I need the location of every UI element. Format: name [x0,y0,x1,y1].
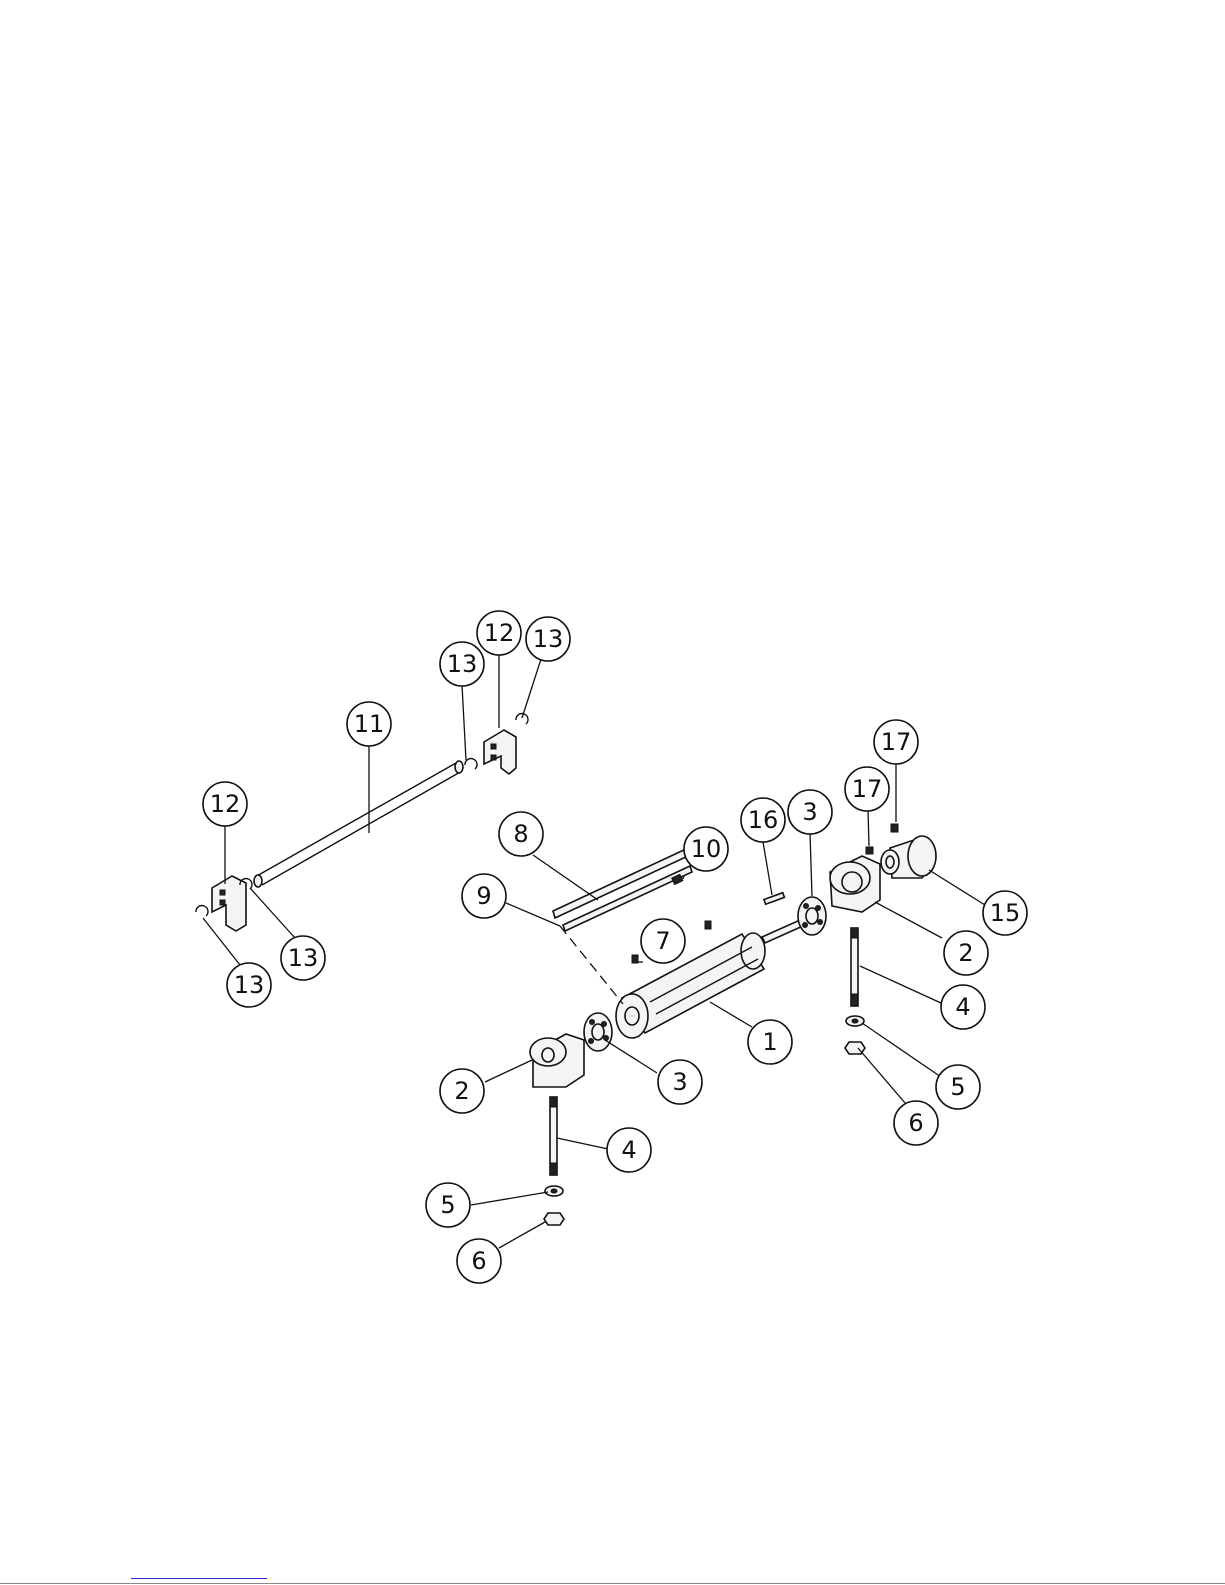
callout-17-left: 17 [845,767,889,811]
bearing-left-part [584,1013,612,1051]
svg-text:3: 3 [672,1068,687,1096]
svg-text:13: 13 [288,944,319,972]
svg-text:13: 13 [234,971,265,999]
svg-text:16: 16 [748,806,779,834]
svg-text:9: 9 [476,882,491,910]
callout-3-left: 3 [658,1060,702,1104]
key-part [764,893,785,905]
svg-text:2: 2 [958,939,973,967]
svg-text:13: 13 [533,625,564,653]
callout-10: 10 [684,827,728,871]
svg-text:17: 17 [881,728,912,756]
shaft-part [254,761,463,887]
callout-3-right: 3 [788,790,832,834]
callout-7: 7 [641,919,685,963]
bearing-right-part [798,897,826,935]
rod-right-part [851,928,858,1006]
svg-text:4: 4 [621,1136,636,1164]
housing-right-part [830,856,880,912]
nut-parts [544,1042,865,1225]
callout-15: 15 [983,891,1027,935]
callout-12-right: 12 [477,611,521,655]
svg-text:10: 10 [691,835,722,863]
page-bottom-rule [0,1583,1225,1584]
callout-4-left: 4 [607,1128,651,1172]
callout-1: 1 [748,1020,792,1064]
svg-text:15: 15 [990,899,1021,927]
svg-text:13: 13 [447,650,478,678]
svg-text:6: 6 [908,1109,923,1137]
svg-text:17: 17 [852,775,883,803]
callout-5-left: 5 [426,1183,470,1227]
footer-link-underline[interactable] [131,1578,267,1579]
callout-13-top-left: 13 [440,642,484,686]
svg-text:5: 5 [950,1073,965,1101]
svg-text:11: 11 [354,710,385,738]
callout-11: 11 [347,702,391,746]
svg-text:7: 7 [655,927,670,955]
pulley-part [881,836,936,878]
callout-6-left: 6 [457,1239,501,1283]
callout-5-right: 5 [936,1065,980,1109]
svg-text:12: 12 [210,790,241,818]
svg-text:1: 1 [762,1028,777,1056]
callout-8: 8 [499,812,543,856]
callout-17-right: 17 [874,720,918,764]
callout-13-bottom-left: 13 [227,963,271,1007]
callout-2-right: 2 [944,931,988,975]
callout-16: 16 [741,798,785,842]
right-bracket-part [484,730,516,774]
svg-text:2: 2 [454,1077,469,1105]
callout-4-right: 4 [941,985,985,1029]
callout-9: 9 [462,874,506,918]
callout-13-bottom-right: 13 [281,936,325,980]
svg-text:6: 6 [471,1247,486,1275]
svg-text:4: 4 [955,993,970,1021]
svg-text:3: 3 [802,798,817,826]
callout-6-right: 6 [894,1101,938,1145]
blade-part [553,849,692,931]
callout-2-left: 2 [440,1069,484,1113]
svg-text:5: 5 [440,1191,455,1219]
housing-left-part [530,1034,584,1087]
rod-left-part [550,1097,557,1175]
callout-12-left: 12 [203,782,247,826]
svg-text:8: 8 [513,820,528,848]
callout-13-top-right: 13 [526,617,570,661]
left-bracket-part [212,876,246,931]
svg-text:12: 12 [484,619,515,647]
